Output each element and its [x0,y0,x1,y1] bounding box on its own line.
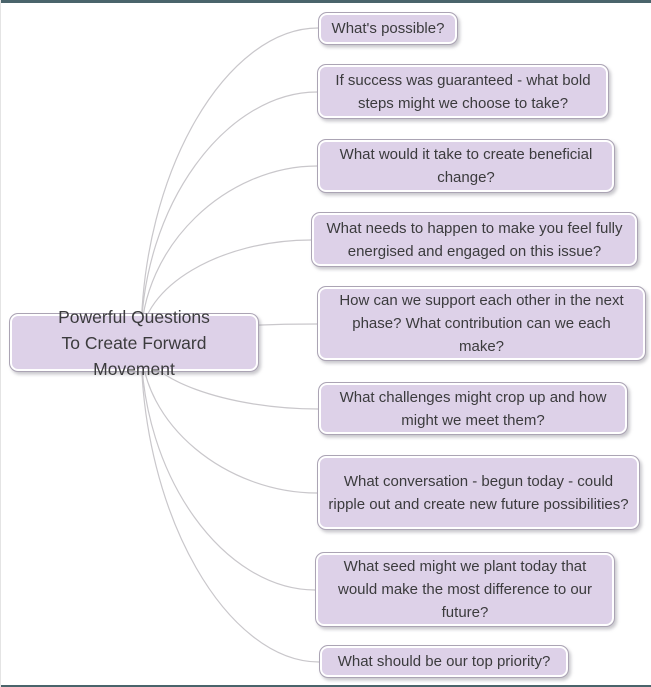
branch-node-label: How can we support each other in the nex… [339,292,624,355]
branch-node-label: What's possible? [331,20,445,37]
connector-curve [140,27,319,343]
branch-node-label: What needs to happen to make you feel fu… [326,219,623,260]
branch-node-label: What conversation - begun today - could … [328,472,629,513]
root-node-label: Powerful Questions To Create Forward Mov… [58,306,210,379]
window-top-edge [1,0,651,3]
branch-node-challenges[interactable]: What challenges might crop up and how mi… [318,382,628,435]
branch-node-fully-energised[interactable]: What needs to happen to make you feel fu… [311,212,638,267]
connector-curve [140,341,320,663]
branch-node-label: If success was guaranteed - what bold st… [335,71,591,112]
branch-node-label: What challenges might crop up and how mi… [339,388,607,429]
branch-node-seed-plant[interactable]: What seed might we plant today that woul… [315,552,615,627]
root-node[interactable]: Powerful Questions To Create Forward Mov… [9,307,259,379]
connector-curve [140,341,316,591]
branch-node-beneficial-change[interactable]: What would it take to create beneficial … [317,139,615,193]
window-bottom-edge [1,685,651,687]
branch-node-whats-possible[interactable]: What's possible? [318,12,458,45]
branch-node-conversation-ripple[interactable]: What conversation - begun today - could … [317,455,640,530]
branch-node-label: What would it take to create beneficial … [339,146,593,186]
connector-curve [140,341,318,494]
branch-node-top-priority[interactable]: What should be our top priority? [319,645,569,678]
branch-node-label: What should be our top priority? [337,653,551,670]
branch-node-success-guaranteed[interactable]: If success was guaranteed - what bold st… [317,64,609,119]
branch-node-support-each-other[interactable]: How can we support each other in the nex… [317,286,646,361]
branch-node-label: What seed might we plant today that woul… [337,558,593,621]
connector-curve [140,91,318,343]
connector-curve [140,165,318,343]
